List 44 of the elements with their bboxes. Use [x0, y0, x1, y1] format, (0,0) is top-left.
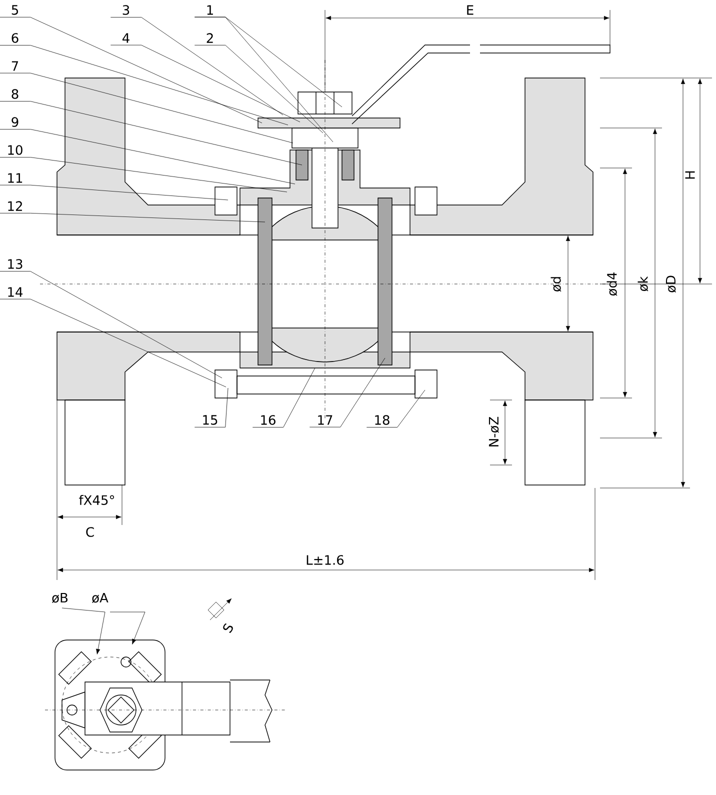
leader-line [110, 17, 284, 116]
dimension-label: C [86, 527, 94, 537]
dimension-label: S [223, 623, 233, 633]
leader-line [194, 16, 334, 142]
callout-number: 11 [8, 173, 22, 183]
dimension-label: øD [666, 276, 676, 293]
dimension-label: øA [92, 592, 108, 604]
leader-line [0, 298, 226, 388]
leader-line [0, 212, 266, 222]
dimension-label: ød4 [606, 272, 618, 296]
dimension-label: ød [550, 277, 562, 292]
leader-line [0, 129, 296, 184]
leader-line [0, 184, 228, 200]
dimension-label: øk [638, 276, 648, 292]
leader-line [309, 358, 386, 428]
dimension-label: øB [52, 592, 68, 604]
leader-line [194, 388, 228, 428]
callout-number: 12 [8, 201, 22, 211]
leader-line [0, 16, 262, 124]
leader-line [252, 368, 316, 428]
callout-number: 8 [12, 89, 18, 99]
leader-line [0, 271, 222, 378]
callout-number: 5 [12, 5, 18, 15]
callout-number: 13 [8, 259, 22, 269]
dimension-label: H [685, 171, 695, 179]
callout-number: 1 [207, 5, 213, 15]
leader-line [366, 390, 426, 428]
dimension-label: L±1.6 [306, 555, 344, 565]
dimension-label: E [467, 5, 474, 15]
callout-number: 4 [122, 33, 130, 43]
callout-number: 9 [12, 117, 18, 127]
leader-line [0, 45, 288, 126]
leader-line [194, 44, 324, 134]
callout-number: 7 [12, 61, 18, 71]
leader-line [0, 101, 302, 166]
callout-number: 6 [12, 33, 18, 43]
leader-line [0, 157, 288, 192]
callout-number: 10 [8, 145, 22, 155]
leader-line [0, 72, 294, 144]
dimension-label: N-øZ [488, 416, 500, 446]
callout-number: 14 [8, 287, 23, 297]
leader-line [110, 44, 300, 122]
callout-number: 2 [206, 33, 213, 43]
callout-number: 3 [122, 5, 130, 15]
